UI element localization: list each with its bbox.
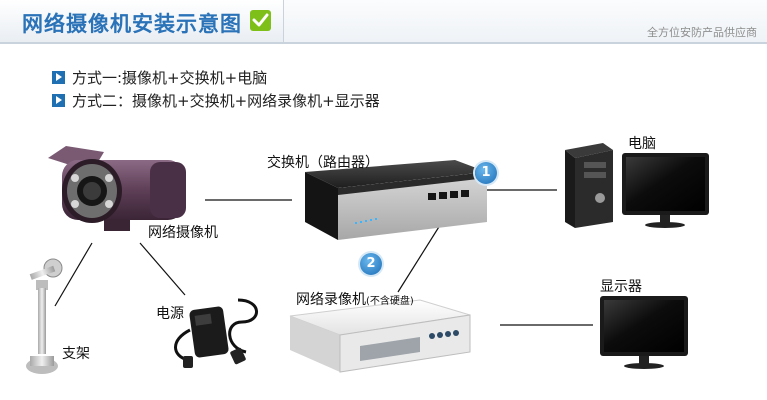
computer-monitor-illustration (622, 153, 709, 228)
header-divider (0, 42, 767, 44)
header-bar: 网络摄像机安装示意图 全方位安防产品供应商 (0, 0, 767, 44)
method-two: 方式二：摄像机+交换机+网络录像机+显示器 (52, 90, 380, 110)
method-one: 方式一:摄像机+交换机+电脑 (52, 67, 268, 87)
network-camera-illustration (48, 146, 186, 231)
method-one-text: 方式一:摄像机+交换机+电脑 (72, 69, 268, 87)
power-label: 电源 (156, 306, 184, 322)
power-adapter-illustration (174, 298, 258, 368)
brand-text: 全方位安防产品供应商 (647, 26, 757, 39)
bracket-label: 支架 (62, 346, 90, 362)
play-arrow-icon (52, 71, 65, 84)
method-two-text: 方式二：摄像机+交换机+网络录像机+显示器 (72, 92, 380, 110)
page-title: 网络摄像机安装示意图 (22, 12, 242, 36)
switch-label: 交换机（路由器） (267, 155, 379, 171)
nvr-label-text: 网络录像机 (296, 292, 366, 308)
step-badge-two: 2 (360, 253, 382, 275)
monitor-label: 显示器 (600, 279, 642, 295)
bracket-illustration (26, 258, 63, 374)
nvr-label: 网络录像机(不含硬盘) (296, 289, 414, 309)
connection-lines (54, 189, 593, 326)
nvr-illustration (289, 299, 471, 373)
step-badge-one: 1 (475, 162, 497, 184)
switch-illustration (305, 160, 487, 240)
camera-label: 网络摄像机 (148, 225, 218, 241)
computer-label: 电脑 (628, 136, 656, 152)
computer-tower-illustration (565, 143, 613, 228)
header-title-tab (0, 0, 284, 42)
play-arrow-icon (52, 94, 65, 107)
nvr-note: (不含硬盘) (366, 296, 414, 307)
check-icon (250, 10, 271, 31)
display-monitor-illustration (600, 296, 688, 369)
